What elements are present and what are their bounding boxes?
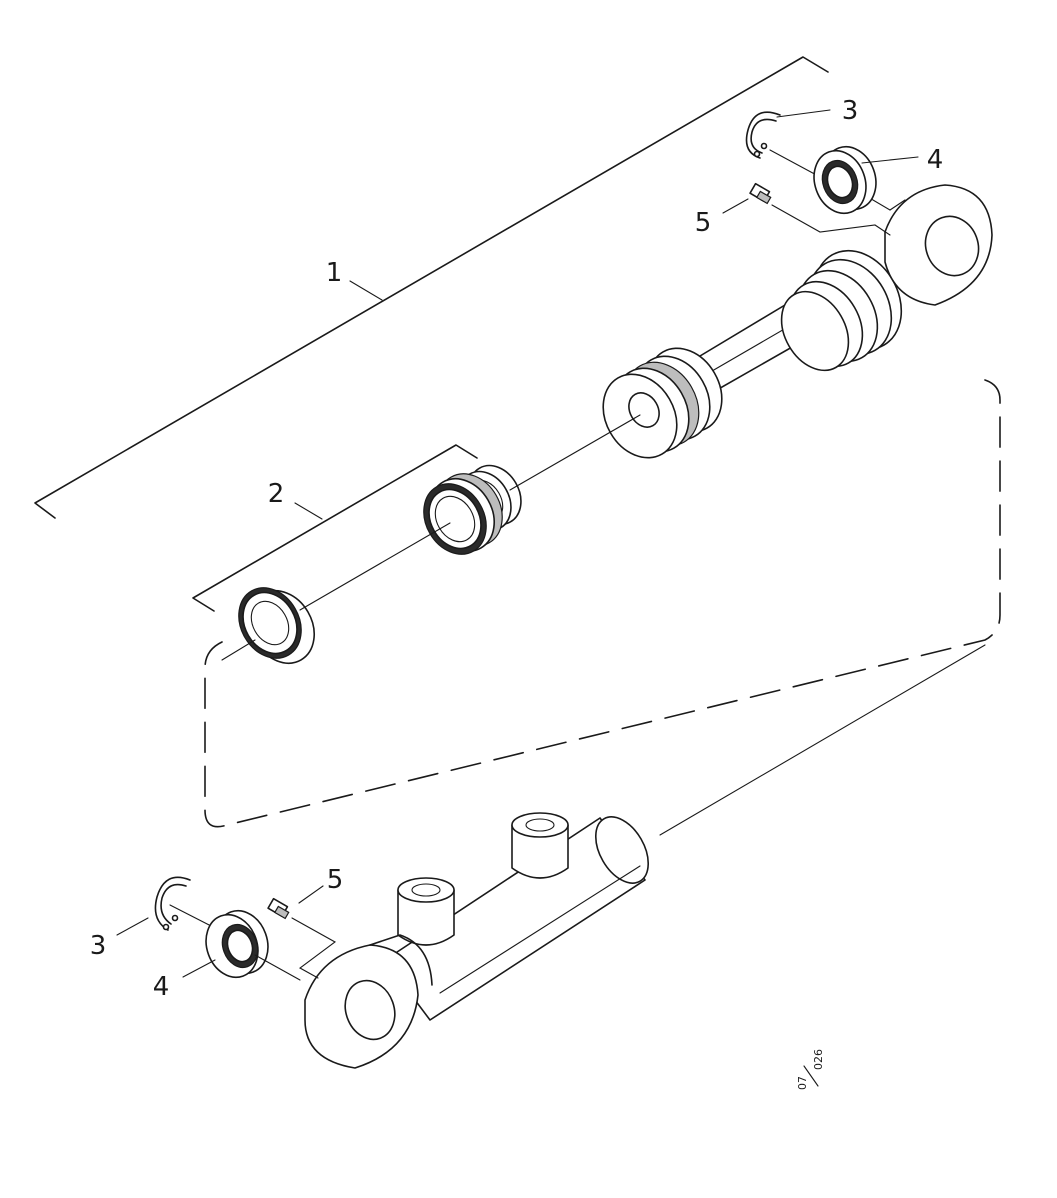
callout-4-top: 4 (927, 145, 944, 175)
seal-kit-bracket (192, 444, 478, 612)
barrel-dashed-frame (204, 379, 1001, 828)
callout-4-bottom: 4 (153, 972, 170, 1002)
callout-5-bottom: 5 (327, 865, 344, 895)
piston (602, 347, 723, 459)
callout-3-bottom: 3 (90, 931, 107, 961)
callout-5-top: 5 (695, 208, 712, 238)
callout-1: 1 (326, 258, 343, 288)
piston-rod (689, 184, 993, 396)
callout-leaders (116, 109, 919, 978)
drawing-number: 07 026 (796, 1049, 825, 1090)
circlip-bottom (154, 876, 216, 931)
grease-nipple-bottom (267, 897, 337, 979)
circlip-top (745, 111, 781, 159)
bearing-top (813, 145, 877, 215)
grease-nipple-top (749, 182, 891, 236)
cylinder-barrel (304, 812, 650, 1069)
drawing-number-top: 07 (796, 1076, 809, 1090)
bearing-bottom (205, 909, 301, 981)
callout-3-top: 3 (842, 96, 859, 126)
drawing-number-bottom: 026 (812, 1049, 825, 1070)
assembly-centre-lines (221, 149, 986, 836)
callout-2: 2 (268, 479, 285, 509)
seal-kit-parts (238, 464, 522, 664)
assembly-bracket (34, 56, 829, 519)
